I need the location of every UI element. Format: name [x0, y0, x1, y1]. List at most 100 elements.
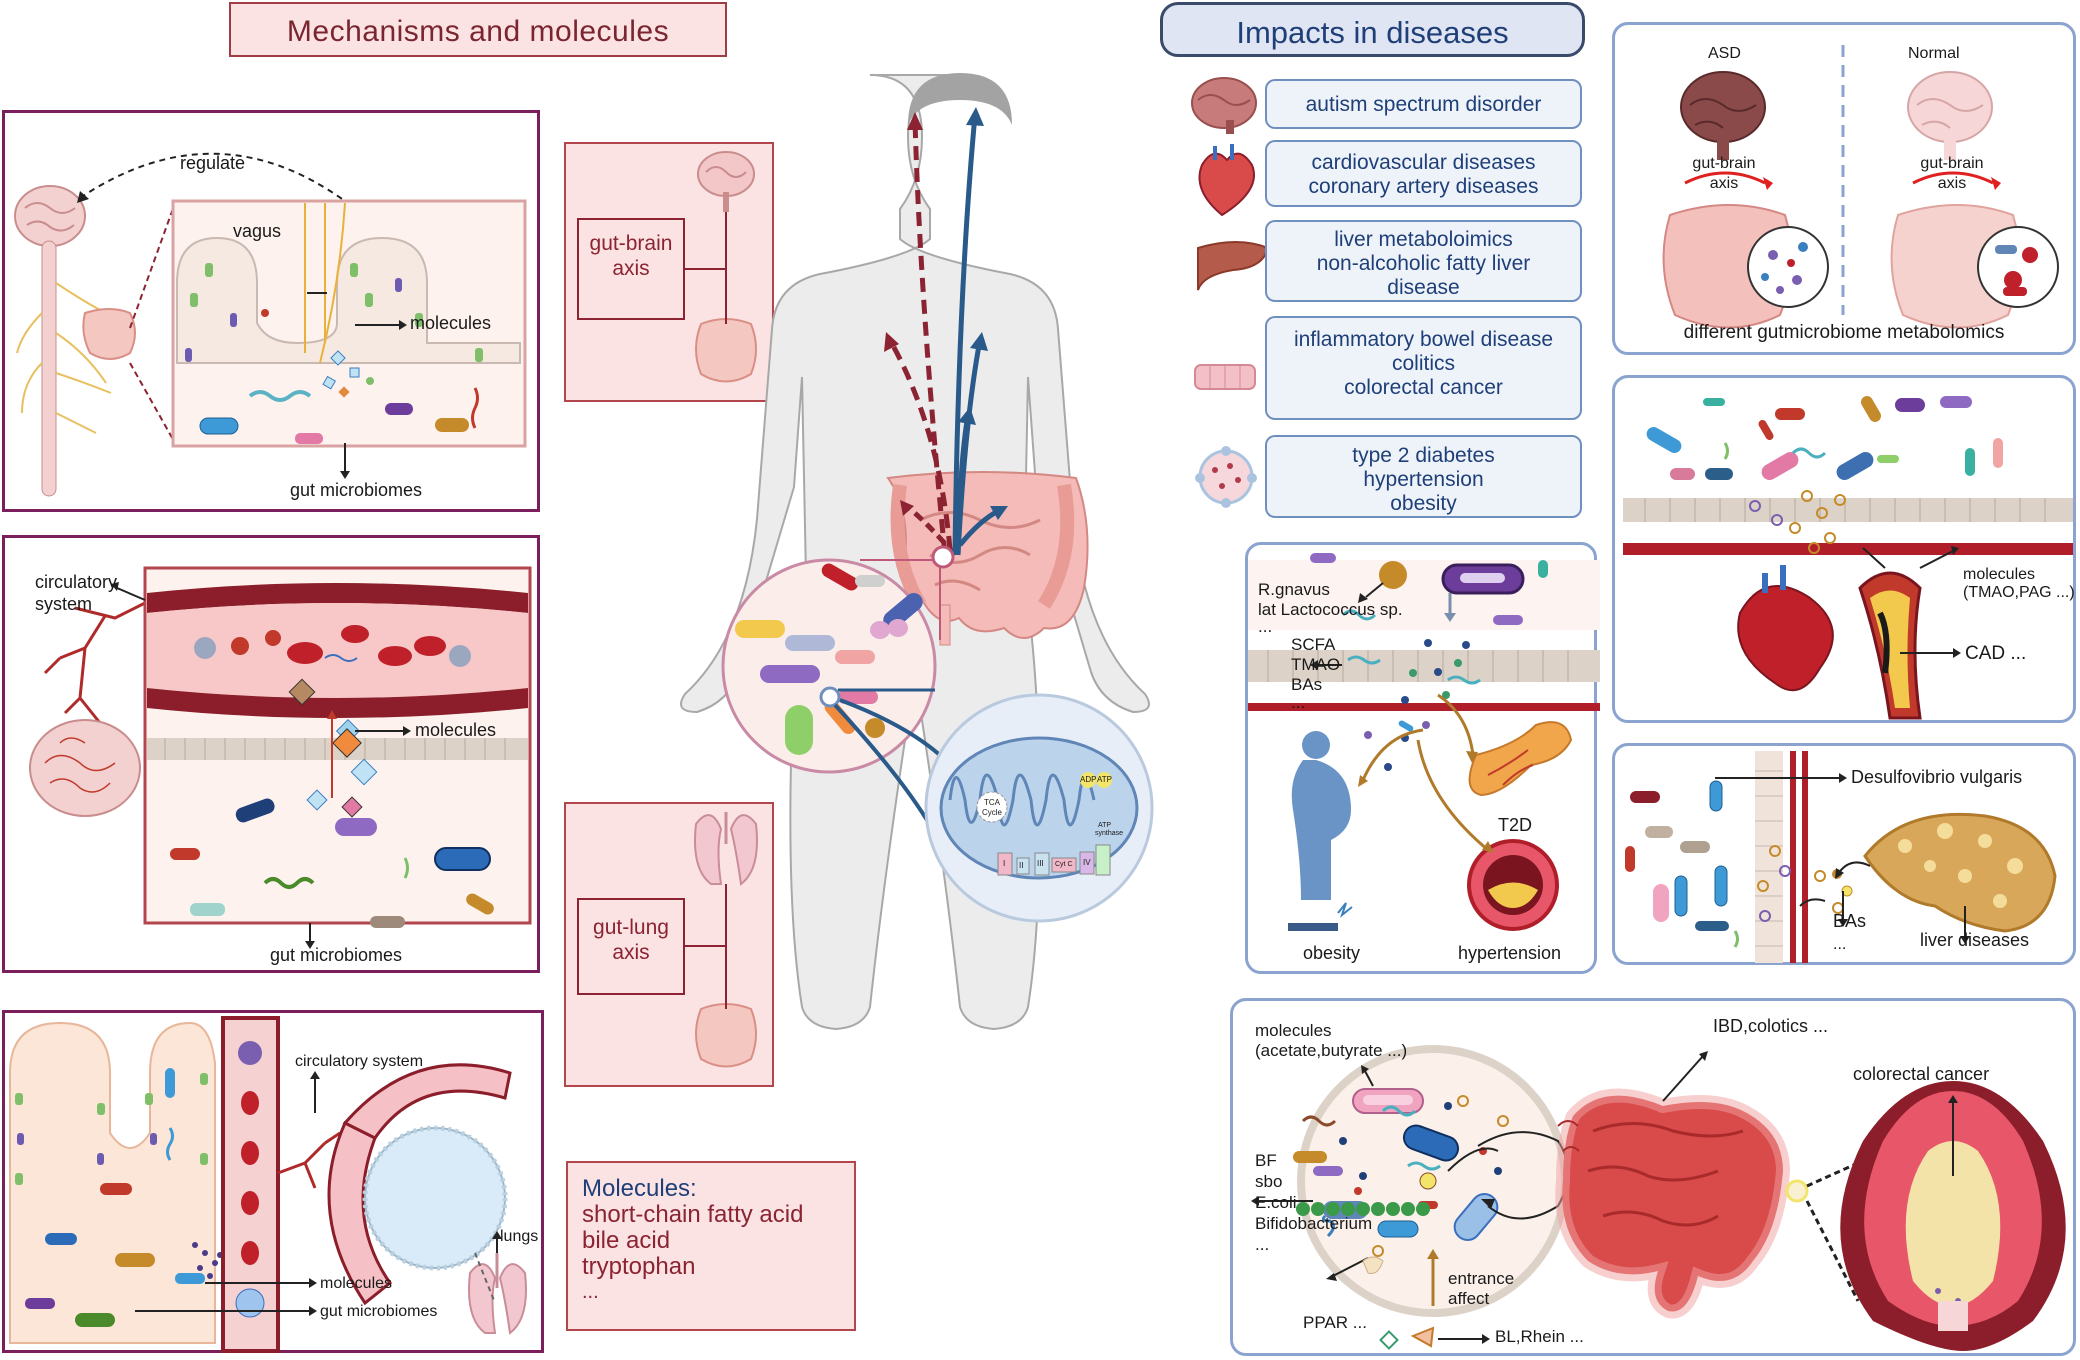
disease-line: disease — [1387, 276, 1460, 299]
disease-box-ibd: inflammatory bowel disease colitics colo… — [1265, 316, 1582, 420]
ppar-label: PPAR ... — [1303, 1313, 1367, 1332]
molecule-item: ... — [582, 1281, 599, 1303]
t2d-label: T2D — [1498, 815, 1533, 835]
desulfovibrio-label: Desulfovibrio vulgaris — [1851, 767, 2023, 787]
asd-illustration — [1662, 45, 2059, 329]
gut-microbiomes-label: gut microbiomes — [270, 945, 403, 965]
molecules-list-box: Molecules: short-chain fatty acid bile a… — [566, 1161, 856, 1331]
molecule-item: tryptophan — [582, 1253, 696, 1280]
atp-label: ATP — [1097, 775, 1112, 784]
ibd-molecules-label-1: molecules — [1255, 1021, 1332, 1040]
gut-brain-label-2: axis — [612, 257, 650, 280]
mechanisms-header: Mechanisms and molecules — [229, 2, 727, 57]
bacteria-item: ... — [1255, 1235, 1270, 1254]
normal-axis-label-2: axis — [1937, 175, 1967, 192]
obesity-label: obesity — [1303, 943, 1361, 963]
bacteria-label-1: R.gnavus — [1258, 580, 1330, 599]
asd-label: ASD — [1708, 45, 1741, 62]
disease-line: hypertension — [1363, 468, 1484, 491]
tmao-label: TMAO — [1291, 655, 1341, 674]
vagus-label: vagus — [233, 221, 282, 241]
liver-diseases-label: liver diseases — [1920, 930, 2030, 950]
gut-brain-label-1: gut-brain — [589, 232, 673, 255]
bacteria-item: E.coli — [1255, 1193, 1297, 1212]
molecules-label: molecules — [415, 720, 497, 740]
lung-illustration — [9, 1016, 527, 1353]
cyt-c-label: Cyt C — [1055, 861, 1073, 868]
cvd-molecules-label-2: (TMAO,PAG ...) — [1963, 584, 2075, 601]
asd-panel: ASD Normal gut-brain axis gut-brain axis… — [1612, 22, 2076, 355]
tca-label-2: Cycle — [981, 808, 1002, 817]
cad-label: CAD ... — [1965, 643, 2027, 664]
entrance-label-1: entrance — [1448, 1269, 1515, 1288]
circulatory-mechanism-panel: circulatory system molecules gut microbi… — [2, 535, 540, 973]
complex-4-label: IV — [1083, 858, 1091, 867]
impacts-header-label: Impacts in diseases — [1236, 15, 1509, 50]
circulatory-label-1: circulatory — [35, 572, 118, 592]
liver-bas-label: BAs — [1833, 911, 1867, 931]
normal-axis-label-1: gut-brain — [1920, 155, 1984, 172]
disease-line: autism spectrum disorder — [1305, 93, 1542, 116]
normal-label: Normal — [1908, 45, 1960, 62]
molecule-item: short-chain fatty acid — [582, 1201, 804, 1228]
asd-axis-label-2: axis — [1709, 175, 1739, 192]
molecules-label: molecules — [320, 1275, 393, 1292]
molecules-title: Molecules: — [582, 1175, 697, 1202]
cvd-panel: molecules (TMAO,PAG ...) CAD ... — [1612, 375, 2076, 723]
disease-box-cvd: cardiovascular diseases coronary artery … — [1265, 140, 1582, 207]
scfa-label: SCFA — [1291, 635, 1336, 654]
bl-rhein-label: BL,Rhein ... — [1495, 1327, 1584, 1346]
ibd-illustration — [1251, 1045, 2066, 1351]
disease-line: obesity — [1390, 492, 1457, 515]
disease-line: coronary artery diseases — [1308, 175, 1539, 198]
asd-axis-label-1: gut-brain — [1692, 155, 1756, 172]
disease-line: colitics — [1391, 352, 1455, 375]
molecule-item: bile acid — [582, 1227, 671, 1254]
gut-lung-label-2: axis — [612, 941, 650, 964]
circulatory-system-label: circulatory system — [295, 1053, 424, 1070]
ibd-molecules-label-2: (acetate,butyrate ...) — [1255, 1041, 1408, 1060]
complex-1-label: I — [1003, 859, 1006, 868]
gut-microbiomes-label: gut microbiomes — [320, 1303, 438, 1320]
disease-box-asd: autism spectrum disorder — [1265, 79, 1582, 129]
bacteria-item: Bifidobacterium — [1255, 1214, 1373, 1233]
cvd-molecules-label-1: molecules — [1963, 566, 2036, 583]
bacteria-label-3: ... — [1258, 617, 1273, 636]
circulatory-illustration — [29, 566, 532, 949]
disease-line: cardiovascular diseases — [1311, 151, 1536, 174]
hypertension-label: hypertension — [1458, 943, 1562, 963]
vagus-mechanism-panel: regulate vagus molecules gut microbiomes — [2, 110, 540, 512]
ibd-label: IBD,colotics ... — [1713, 1016, 1829, 1036]
atp-synthase-label-1: ATP — [1098, 822, 1112, 829]
disease-line: type 2 diabetes — [1352, 444, 1495, 467]
ibd-panel: molecules (acetate,butyrate ...) BF sbo … — [1230, 998, 2076, 1356]
liver-panel: Desulfovibrio vulgaris BAs ... liver dis… — [1612, 743, 2076, 965]
gut-lung-axis-panel: gut-lung axis — [564, 802, 774, 1087]
disease-line: liver metaboloimics — [1334, 228, 1513, 251]
asd-caption: different gutmicrobiome metabolomics — [1683, 322, 2005, 343]
entrance-label-2: affect — [1448, 1289, 1490, 1308]
metabolic-panel: R.gnavus lat Lactococcus sp. ... SCFA TM… — [1245, 542, 1600, 974]
atp-synthase-label-2: synthase — [1095, 830, 1124, 837]
disease-box-liver: liver metaboloimics non-alcoholic fatty … — [1265, 220, 1582, 302]
bacteria-label-2: lat Lactococcus sp. — [1258, 600, 1403, 619]
disease-line: colorectal cancer — [1344, 376, 1503, 399]
disease-box-t2d: type 2 diabetes hypertension obesity — [1265, 435, 1582, 518]
disease-line: inflammatory bowel disease — [1293, 328, 1554, 351]
crc-label: colorectal cancer — [1853, 1064, 1990, 1084]
circulatory-label-2: system — [35, 594, 93, 614]
gut-microbiomes-label: gut microbiomes — [290, 480, 423, 500]
molecules-label: molecules — [410, 313, 492, 333]
mechanisms-header-label: Mechanisms and molecules — [286, 15, 670, 48]
disease-line: non-alcoholic fatty liver — [1316, 252, 1531, 275]
vagus-illustration — [14, 152, 527, 497]
tca-label-1: TCA — [984, 798, 1000, 807]
complex-2-label: II — [1019, 861, 1024, 870]
metabolic-illustration — [1248, 553, 1600, 931]
bacteria-item: BF — [1255, 1151, 1277, 1170]
bas-label: BAs — [1291, 675, 1323, 694]
lungs-label: lungs — [500, 1228, 539, 1245]
gut-brain-axis-panel: gut-brain axis — [564, 142, 774, 402]
regulate-label: regulate — [180, 153, 246, 173]
liver-illustration — [1625, 751, 2057, 963]
